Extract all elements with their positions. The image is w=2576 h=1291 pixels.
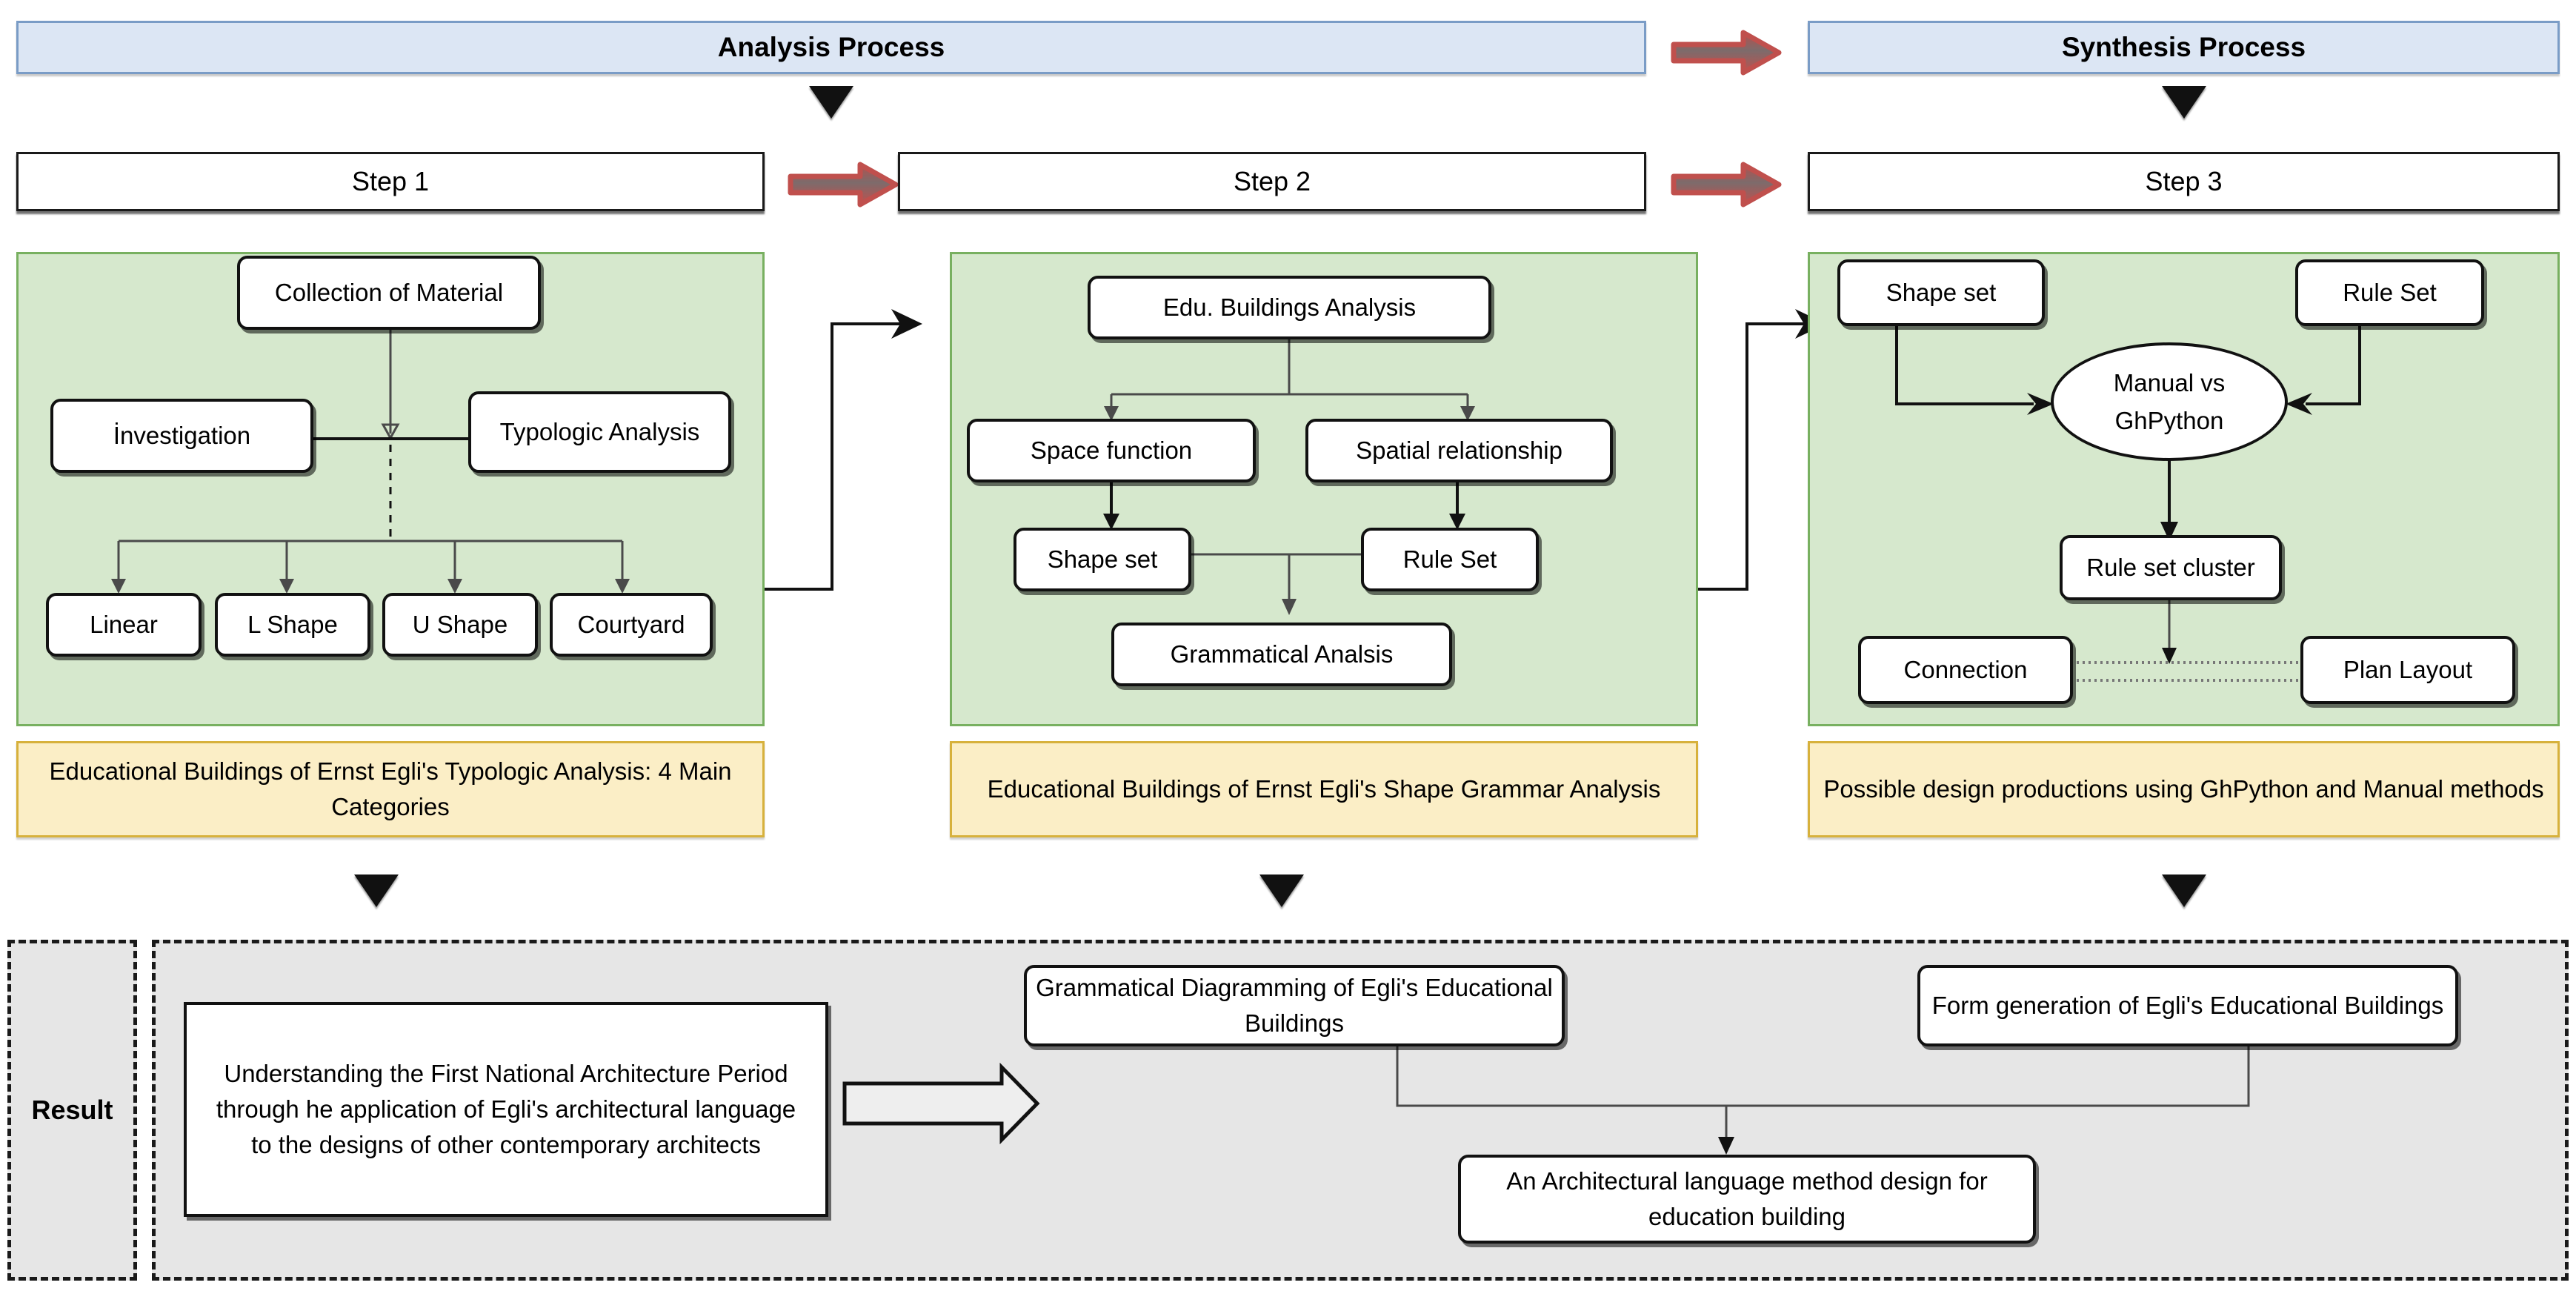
analysis-process-label: Analysis Process (717, 32, 945, 62)
node-spatial-relationship-label: Spatial relationship (1356, 437, 1562, 465)
node-form-generation-text: Form generation of Egli's Educational Bu… (1931, 992, 2444, 1020)
node-rule-set-step3-label: Rule Set (2343, 279, 2437, 307)
node-grammatical-diagramming-text: Grammatical Diagramming of Egli's Educat… (1036, 974, 1553, 1037)
step-2-label: Step 2 (1233, 166, 1311, 196)
caption-step-3: Possible design productions using GhPyth… (1808, 741, 2560, 837)
caption-step-2-text: Educational Buildings of Ernst Egli's Sh… (987, 775, 1661, 803)
node-space-function-label: Space function (1030, 437, 1193, 465)
node-shape-set-step3-label: Shape set (1886, 279, 1997, 307)
node-grammatical-analsis: Grammatical Analsis (1111, 623, 1452, 686)
step-3-bar: Step 3 (1808, 152, 2560, 211)
result-label-box: Result (7, 940, 137, 1281)
node-manual-vs-ghpython-line1: Manual vs (2113, 368, 2226, 396)
caption-step-1: Educational Buildings of Ernst Egli's Ty… (16, 741, 765, 837)
node-shape-set-step3: Shape set (1837, 259, 2045, 326)
synthesis-process-banner: Synthesis Process (1808, 21, 2560, 74)
node-connection: Connection (1858, 636, 2073, 704)
node-l-shape-label: L Shape (247, 611, 338, 639)
node-plan-layout-label: Plan Layout (2343, 656, 2473, 684)
black-down-triangle-icon-result1 (354, 875, 399, 907)
node-typologic-analysis: Typologic Analysis (468, 391, 731, 473)
node-shape-set-step2-label: Shape set (1047, 545, 1158, 574)
node-typologic-analysis-label: Typologic Analysis (499, 418, 700, 446)
node-rule-set-cluster: Rule set cluster (2060, 535, 2282, 600)
node-linear-label: Linear (90, 611, 158, 639)
step-1-bar: Step 1 (16, 152, 765, 211)
step-1-label: Step 1 (351, 166, 430, 196)
node-l-shape: L Shape (215, 593, 370, 657)
red-right-arrow-icon-banner (1671, 30, 1782, 76)
node-rule-set-cluster-label: Rule set cluster (2086, 554, 2255, 582)
step-3-label: Step 3 (2145, 166, 2223, 196)
node-manual-vs-ghpython: Manual vs GhPython (2051, 342, 2288, 461)
node-connection-label: Connection (1903, 656, 2028, 684)
caption-step-2: Educational Buildings of Ernst Egli's Sh… (950, 741, 1698, 837)
node-rule-set-step2-label: Rule Set (1402, 545, 1497, 574)
caption-step-3-text: Possible design productions using GhPyth… (1823, 775, 2544, 803)
node-understanding-first-national: Understanding the First National Archite… (184, 1002, 828, 1217)
synthesis-process-label: Synthesis Process (2061, 32, 2306, 62)
black-down-triangle-icon-step1 (809, 86, 853, 119)
black-down-triangle-icon-result3 (2162, 875, 2206, 907)
node-form-generation: Form generation of Egli's Educational Bu… (1917, 965, 2458, 1046)
red-right-arrow-icon-step12 (788, 162, 899, 208)
black-down-triangle-icon-step3 (2162, 86, 2206, 119)
node-grammatical-analsis-label: Grammatical Analsis (1170, 640, 1394, 668)
node-shape-set-step2: Shape set (1014, 528, 1191, 591)
node-edu-buildings-analysis-label: Edu. Buildings Analysis (1162, 293, 1417, 322)
red-right-arrow-icon-step23 (1671, 162, 1782, 208)
node-space-function: Space function (967, 419, 1256, 482)
node-courtyard: Courtyard (550, 593, 713, 657)
node-investigation: İnvestigation (50, 399, 313, 473)
result-label-text: Result (31, 1095, 113, 1125)
node-u-shape: U Shape (382, 593, 538, 657)
node-manual-vs-ghpython-line2: GhPython (2114, 407, 2224, 434)
node-linear: Linear (46, 593, 202, 657)
node-u-shape-label: U Shape (412, 611, 508, 639)
node-collection-of-material: Collection of Material (237, 256, 541, 330)
node-rule-set-step3: Rule Set (2295, 259, 2484, 326)
caption-step-1-text: Educational Buildings of Ernst Egli's Ty… (49, 757, 732, 820)
node-edu-buildings-analysis: Edu. Buildings Analysis (1088, 276, 1491, 339)
node-architectural-language-method: An Architectural language method design … (1458, 1155, 2036, 1244)
node-rule-set-step2: Rule Set (1361, 528, 1539, 591)
node-grammatical-diagramming: Grammatical Diagramming of Egli's Educat… (1024, 965, 1565, 1046)
node-architectural-language-method-text: An Architectural language method design … (1506, 1167, 1988, 1230)
analysis-process-banner: Analysis Process (16, 21, 1646, 74)
node-investigation-label: İnvestigation (113, 422, 251, 450)
node-plan-layout: Plan Layout (2300, 636, 2515, 704)
node-spatial-relationship: Spatial relationship (1305, 419, 1613, 482)
black-down-triangle-icon-result2 (1259, 875, 1304, 907)
step-2-bar: Step 2 (898, 152, 1646, 211)
node-collection-of-material-label: Collection of Material (274, 279, 504, 307)
node-courtyard-label: Courtyard (577, 611, 685, 639)
node-understanding-first-national-text: Understanding the First National Archite… (216, 1060, 796, 1158)
